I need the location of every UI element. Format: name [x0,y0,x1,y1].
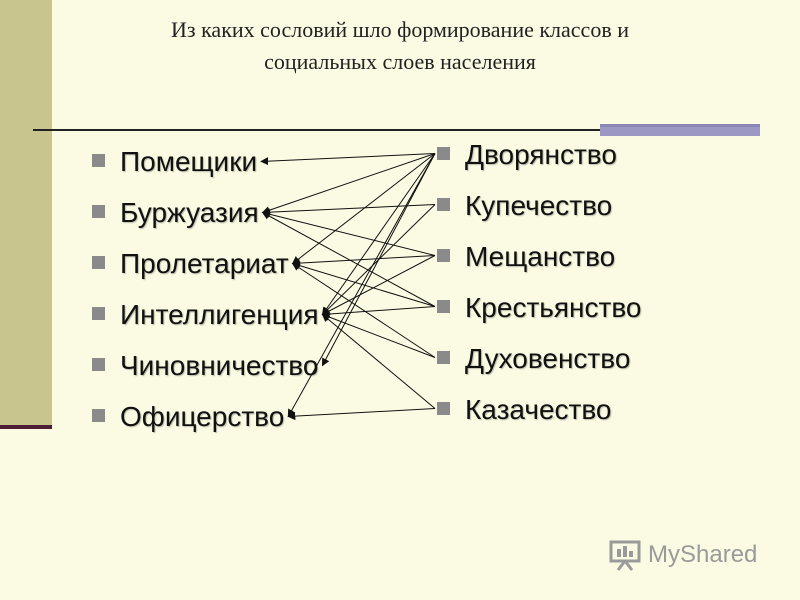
connection-arrow [291,261,436,307]
estate-label: Духовенство [465,343,631,374]
connection-arrow [321,306,436,318]
bullet-icon [437,351,450,364]
bullet-icon [437,402,450,415]
connection-arrow [287,408,436,421]
bullet-icon [92,205,105,218]
title-line-1: Из каких сословий шло формирование класс… [171,17,629,42]
class-label: Чиновничество [120,350,319,381]
bullet-icon [92,256,105,269]
left-decor-line [0,425,52,429]
class-label: Пролетариат [120,248,289,279]
connection-arrow [291,262,436,358]
class-label: Интеллигенция [120,299,319,330]
connection-arrow [291,255,436,268]
bullet-icon [437,249,450,262]
class-label: Помещики [120,146,258,177]
title-line-2: социальных слоев населения [264,49,536,74]
bullet-icon [437,300,450,313]
estate-label: Купечество [465,190,613,221]
bullet-icon [92,307,105,320]
watermark-text: MyShared [648,541,758,568]
connection-arrow [287,153,436,418]
connection-arrow [321,313,436,358]
connection-arrow [261,153,436,215]
connection-arrow [261,204,436,217]
connection-arrow [261,212,436,307]
connection-arrow [321,313,436,409]
connection-arrow [261,210,436,256]
estate-label: Дворянство [465,139,617,170]
bullet-icon [92,154,105,167]
presentation-icon [609,540,641,571]
accent-bar [600,124,760,136]
connection-arrow [321,255,436,315]
bullet-icon [437,198,450,211]
left-decor-band [0,0,52,425]
bullet-icon [92,358,105,371]
connection-arrow [260,153,436,166]
connection-arrow [321,153,436,316]
connection-arrow [291,153,436,265]
accent-bar-edge [600,124,760,127]
watermark: MyShared [608,538,757,572]
estate-label: Казачество [465,394,612,425]
connection-arrow [321,204,436,316]
bullet-icon [437,147,450,160]
class-label: Офицерство [120,401,285,432]
slide-title: Из каких сословий шло формирование класс… [90,14,710,78]
estate-label: Мещанство [465,241,616,272]
title-divider [33,129,603,131]
class-label: Буржуазия [120,197,259,228]
bullet-icon [92,409,105,422]
estate-label: Крестьянство [465,292,642,323]
